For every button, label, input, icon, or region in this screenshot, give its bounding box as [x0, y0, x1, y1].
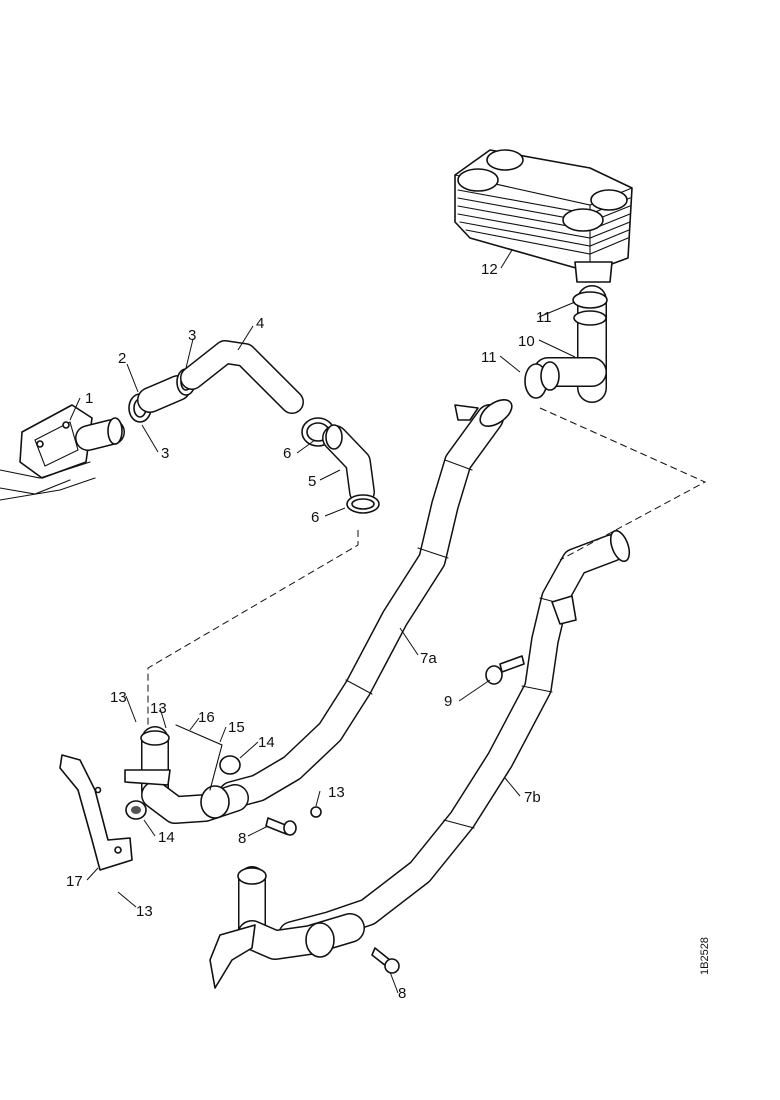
callout-7b: 7b	[524, 789, 541, 806]
cooler-outlet-elbow	[524, 285, 608, 403]
callout-14: 14	[258, 734, 275, 751]
alignment-lines	[147, 407, 707, 728]
callout-17: 17	[66, 873, 83, 890]
engine-outlet-flange	[0, 404, 125, 501]
callout-13: 13	[328, 784, 345, 801]
drawing-code: 1B2528	[699, 937, 711, 975]
callout-3: 3	[188, 327, 196, 344]
callout-1: 1	[85, 390, 93, 407]
connector-5	[322, 424, 375, 505]
callout-4: 4	[256, 315, 264, 332]
rubber-mount-14-upper	[219, 755, 241, 775]
coolant-pipe-7a	[218, 399, 513, 809]
callout-3: 3	[161, 445, 169, 462]
callout-labels: 1 2 3 3 4 5 6 6 7a 7b 8 8 9 10 11 11 12 …	[66, 261, 711, 1002]
oil-cooler	[454, 149, 633, 283]
callout-2: 2	[118, 350, 126, 367]
callout-12: 12	[481, 261, 498, 278]
tee-fitting-lower	[209, 866, 365, 989]
callout-16: 16	[198, 709, 215, 726]
rubber-mount-14-lower	[125, 800, 147, 820]
callout-11: 11	[536, 309, 552, 326]
callout-13: 13	[110, 689, 127, 706]
callout-9: 9	[444, 693, 452, 710]
callout-11: 11	[481, 349, 497, 366]
tee-fitting-upper	[124, 724, 249, 824]
bracket-17	[59, 754, 133, 871]
nut-13-right	[310, 806, 322, 818]
bolt-8-upper	[265, 817, 297, 836]
short-hose-2	[137, 375, 191, 413]
callout-10: 10	[518, 333, 535, 350]
callout-6: 6	[283, 445, 291, 462]
bolt-9	[485, 655, 525, 685]
callout-13: 13	[150, 700, 167, 717]
bolt-8-lower	[371, 947, 400, 974]
callout-8: 8	[398, 985, 406, 1002]
callout-8: 8	[238, 830, 246, 847]
callout-14: 14	[158, 829, 175, 846]
callout-5: 5	[308, 473, 316, 490]
callout-6: 6	[311, 509, 319, 526]
callout-leaders	[69, 249, 576, 994]
o-ring-6-lower	[346, 494, 380, 514]
callout-13: 13	[136, 903, 153, 920]
hose-4	[180, 340, 304, 414]
callout-7a: 7a	[420, 650, 437, 667]
callout-15: 15	[228, 719, 245, 736]
